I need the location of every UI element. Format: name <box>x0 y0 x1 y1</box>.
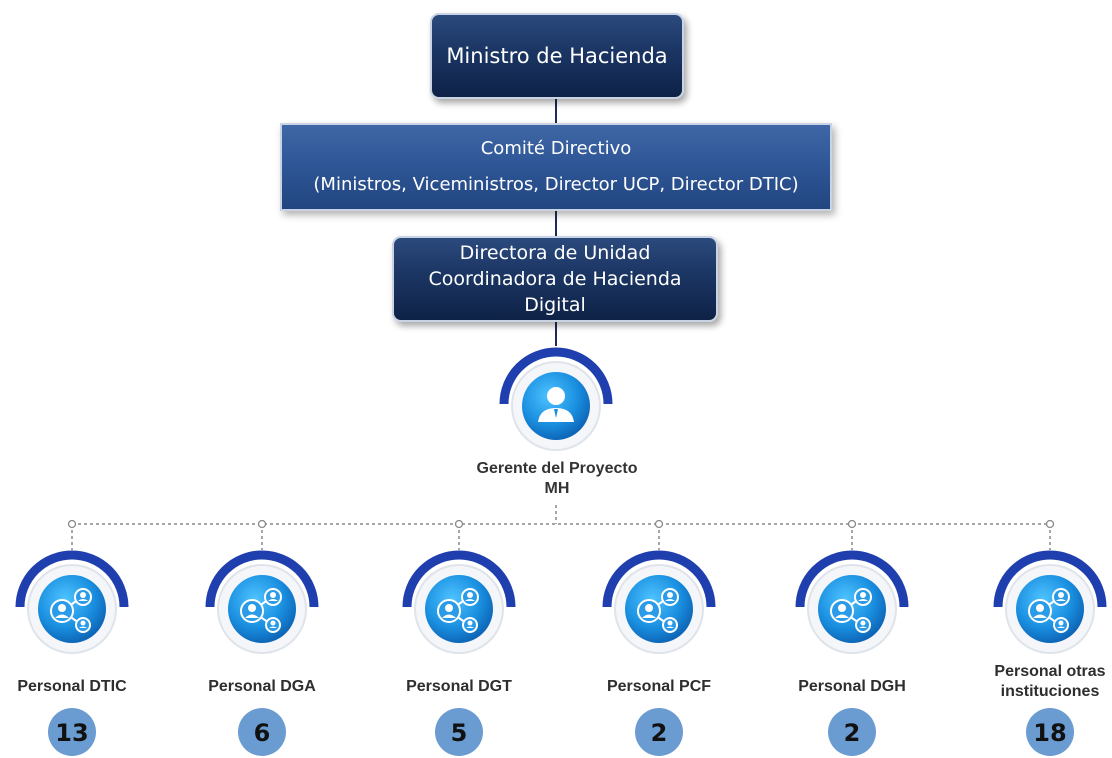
department-node-dot <box>257 519 267 529</box>
department-label: Personal DGH <box>798 678 906 695</box>
people-network-icon <box>830 588 872 633</box>
committee-box: Comité Directivo (Ministros, Viceministr… <box>280 123 832 211</box>
people-network-icon <box>637 588 679 633</box>
department-node-dot <box>1045 519 1055 529</box>
department-count-badge: 5 <box>435 708 483 756</box>
manager-subtitle: MH <box>544 480 570 497</box>
department-node-dot <box>454 519 464 529</box>
people-network-icon <box>437 588 479 633</box>
department-label: Personal DTIC <box>17 678 127 695</box>
department-emblem <box>993 550 1107 654</box>
department-label: Personal PCF <box>606 678 712 695</box>
people-network-icon <box>1028 588 1070 633</box>
people-network-icon <box>240 588 282 633</box>
minister-box: Ministro de Hacienda <box>430 13 684 99</box>
department-emblem <box>602 550 716 654</box>
department-emblem <box>205 550 319 654</box>
department-emblem <box>15 550 129 654</box>
department-count-badge: 2 <box>635 708 683 756</box>
department-count-badge: 6 <box>238 708 286 756</box>
manager-emblem <box>499 347 613 451</box>
manager-label: Gerente del Proyecto MH <box>430 459 684 499</box>
department-emblem <box>795 550 909 654</box>
director-label: Directora de Unidad Coordinadora de Haci… <box>428 242 682 316</box>
department-count-badge: 13 <box>48 708 96 756</box>
director-box: Directora de Unidad Coordinadora de Haci… <box>392 236 718 322</box>
department-count-badge: 18 <box>1026 708 1074 756</box>
department-node-dot <box>847 519 857 529</box>
department-count-badge: 2 <box>828 708 876 756</box>
manager-title: Gerente del Proyecto <box>476 460 638 477</box>
department-node-dot <box>654 519 664 529</box>
department-emblem <box>402 550 516 654</box>
department-label: Personal DGT <box>406 678 512 695</box>
department-node-dot <box>67 519 77 529</box>
people-network-icon <box>50 588 92 633</box>
committee-members: (Ministros, Viceministros, Director UCP,… <box>313 174 799 195</box>
department-label: Personal otras instituciones <box>994 663 1106 700</box>
person-icon <box>538 387 574 422</box>
committee-title: Comité Directivo <box>480 138 632 159</box>
minister-label: Ministro de Hacienda <box>446 44 668 68</box>
department-label: Personal DGA <box>208 678 316 695</box>
